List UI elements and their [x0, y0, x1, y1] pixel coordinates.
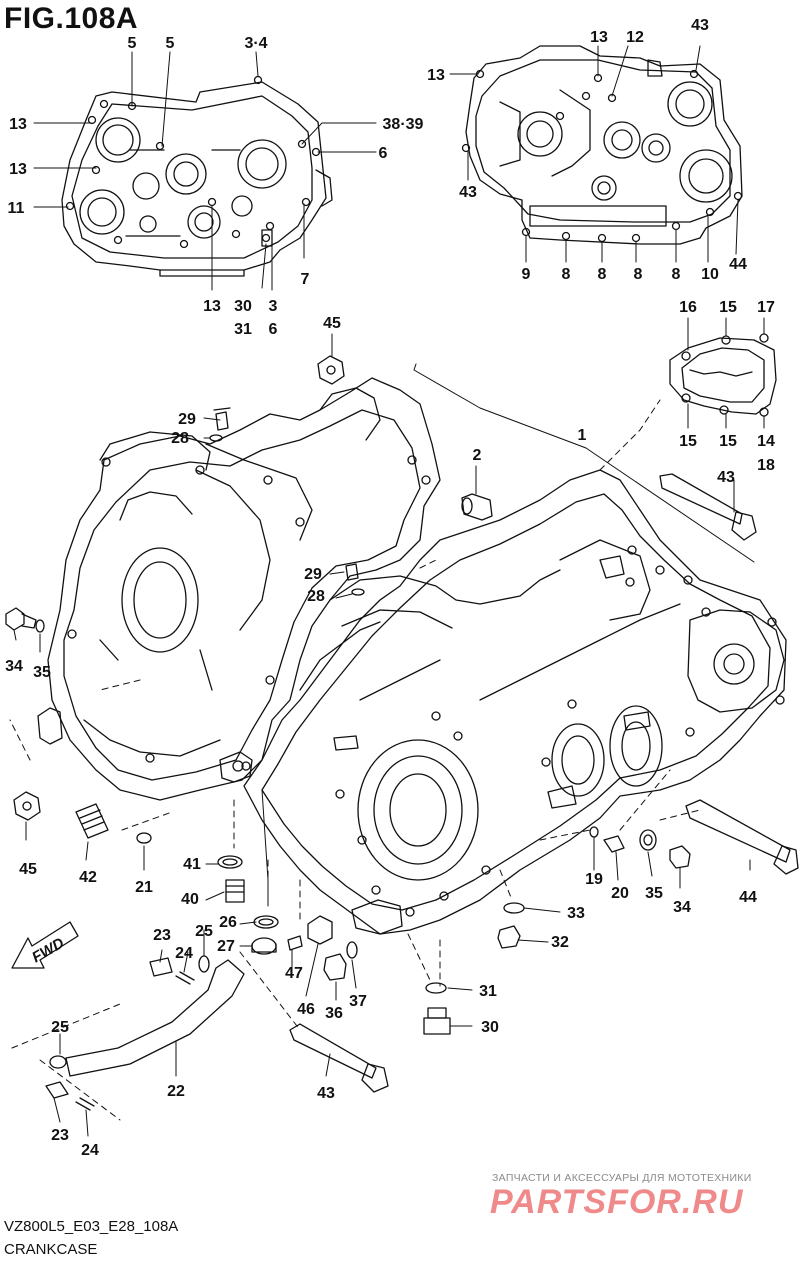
callout-17: 17: [757, 299, 775, 316]
callout-18: 18: [757, 457, 775, 474]
callout-28a: 28: [171, 430, 189, 447]
callout-46: 46: [297, 1001, 315, 1018]
watermark-tagline: ЗАПЧАСТИ И АКСЕССУАРЫ ДЛЯ МОТОТЕХНИКИ: [492, 1172, 752, 1184]
callout-6-top: 6: [379, 145, 388, 162]
callout-24a: 24: [175, 945, 193, 962]
callout-9: 9: [522, 266, 531, 283]
callout-44-top: 44: [729, 256, 747, 273]
callout-44-bot: 44: [739, 889, 757, 906]
callout-31-top: 31: [234, 321, 252, 338]
callout-34-right: 34: [673, 899, 691, 916]
callout-3-bot: 3: [269, 298, 278, 315]
callout-26: 26: [219, 914, 237, 931]
callout-35-left: 35: [33, 664, 51, 681]
callout-32: 32: [551, 934, 569, 951]
callout-6-bot: 6: [269, 321, 278, 338]
callout-13-r2: 13: [590, 29, 608, 46]
callout-43-left: 43: [459, 184, 477, 201]
callout-41: 41: [183, 856, 201, 873]
figure-title: FIG.108A: [4, 2, 139, 35]
small-parts: [5, 355, 799, 1111]
callout-8b: 8: [598, 266, 607, 283]
callout-15c: 15: [719, 433, 737, 450]
callout-29b: 29: [304, 566, 322, 583]
right-case-half-view: [461, 45, 743, 245]
callout-16: 16: [679, 299, 697, 316]
leader-lines: [9, 45, 765, 1137]
callout-5a: 5: [128, 35, 137, 52]
callout-11: 11: [8, 200, 25, 217]
callout-25a: 25: [195, 923, 213, 940]
callout-2: 2: [473, 447, 482, 464]
figure-code: VZ800L5_E03_E28_108A: [4, 1218, 179, 1235]
callout-43-mid: 43: [717, 469, 735, 486]
callout-13-bot: 13: [203, 298, 221, 315]
callout-13-r1: 13: [427, 67, 445, 84]
callout-45-top: 45: [323, 315, 341, 332]
callout-7: 7: [301, 271, 310, 288]
callout-40: 40: [181, 891, 199, 908]
callout-29a: 29: [178, 411, 196, 428]
callout-33: 33: [567, 905, 585, 922]
callout-12: 12: [626, 29, 644, 46]
callout-14: 14: [757, 433, 775, 450]
callout-15a: 15: [719, 299, 737, 316]
callout-15b: 15: [679, 433, 697, 450]
callout-30-bot: 30: [481, 1019, 499, 1036]
callout-34-left: 34: [5, 658, 23, 675]
callout-20: 20: [611, 885, 629, 902]
callout-23a: 23: [153, 927, 171, 944]
callout-1: 1: [578, 427, 587, 444]
callout-23b: 23: [51, 1127, 69, 1144]
callout-36: 36: [325, 1005, 343, 1022]
callout-42: 42: [79, 869, 97, 886]
callout-25b: 25: [51, 1019, 69, 1036]
figure-name: CRANKCASE: [4, 1241, 98, 1258]
callout-8c: 8: [634, 266, 643, 283]
callout-31-bot: 31: [479, 983, 497, 1000]
callout-3-4: 3·4: [244, 35, 267, 52]
callout-5b: 5: [166, 35, 175, 52]
callout-37: 37: [349, 993, 367, 1010]
callout-13-l2: 13: [9, 161, 27, 178]
callout-38-39: 38·39: [383, 116, 424, 133]
main-case-right-half: [243, 469, 787, 935]
callout-8d: 8: [672, 266, 681, 283]
callout-30-top: 30: [234, 298, 252, 315]
callout-19: 19: [585, 871, 603, 888]
callout-22: 22: [167, 1083, 185, 1100]
callout-43-bot: 43: [317, 1085, 335, 1102]
callout-21: 21: [135, 879, 153, 896]
oil-cover-plate: [669, 333, 777, 417]
callout-24b: 24: [81, 1142, 99, 1159]
callout-10: 10: [701, 266, 719, 283]
callout-8a: 8: [562, 266, 571, 283]
callout-47: 47: [285, 965, 303, 982]
callout-13-l1: 13: [9, 116, 27, 133]
callout-43-top: 43: [691, 17, 709, 34]
callout-27: 27: [217, 938, 235, 955]
callout-45-bot: 45: [19, 861, 37, 878]
watermark-logo: PARTSFOR.RU: [490, 1183, 744, 1221]
callout-35-right: 35: [645, 885, 663, 902]
callout-28b: 28: [307, 588, 325, 605]
left-case-half-view: [61, 75, 333, 277]
main-case-left-half: [37, 377, 441, 801]
